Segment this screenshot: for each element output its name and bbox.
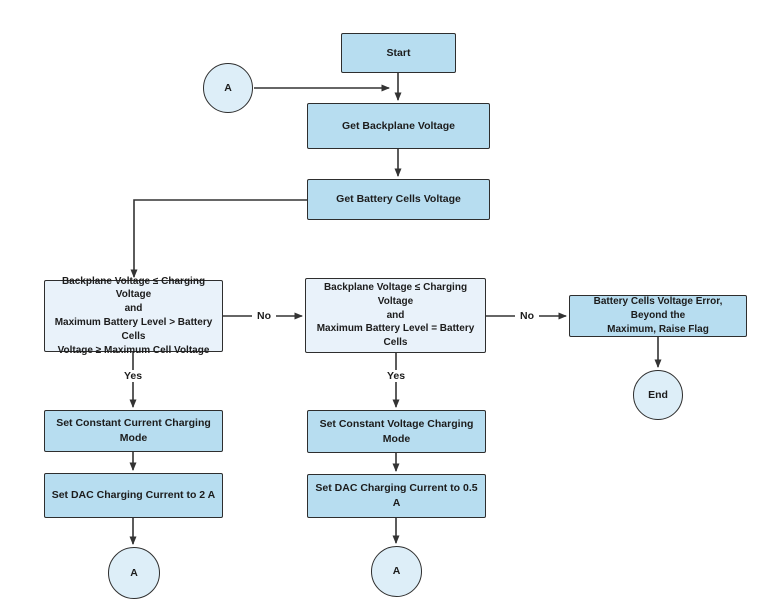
connector-a-mid: A <box>371 546 422 597</box>
edge-label-yes-left: Yes <box>118 370 148 382</box>
node-voltage-error-flag: Battery Cells Voltage Error, Beyond the … <box>569 295 747 337</box>
connector-a-left: A <box>108 547 160 599</box>
connector-a-top: A <box>203 63 253 113</box>
node-decision-charging-range: Backplane Voltage ≤ Charging Voltage and… <box>44 276 223 356</box>
edge-label-yes-mid: Yes <box>381 370 411 382</box>
node-set-dac-current-2a: Set DAC Charging Current to 2 A <box>44 473 223 518</box>
node-end: End <box>633 370 683 420</box>
edge-label-no-left: No <box>252 310 276 322</box>
arrow-battery-cells-to-decision-left <box>130 199 307 278</box>
edge-label-no-mid: No <box>515 310 539 322</box>
node-set-dac-current-05a: Set DAC Charging Current to 0.5 A <box>307 474 486 518</box>
node-set-constant-current-mode: Set Constant Current Charging Mode <box>44 410 223 452</box>
node-get-battery-cells-voltage: Get Battery Cells Voltage <box>307 179 490 220</box>
node-get-backplane-voltage: Get Backplane Voltage <box>307 103 490 149</box>
node-set-constant-voltage-mode: Set Constant Voltage Charging Mode <box>307 410 486 453</box>
node-start: Start <box>341 33 456 73</box>
node-decision-max-level: Backplane Voltage ≤ Charging Voltage and… <box>305 278 486 353</box>
